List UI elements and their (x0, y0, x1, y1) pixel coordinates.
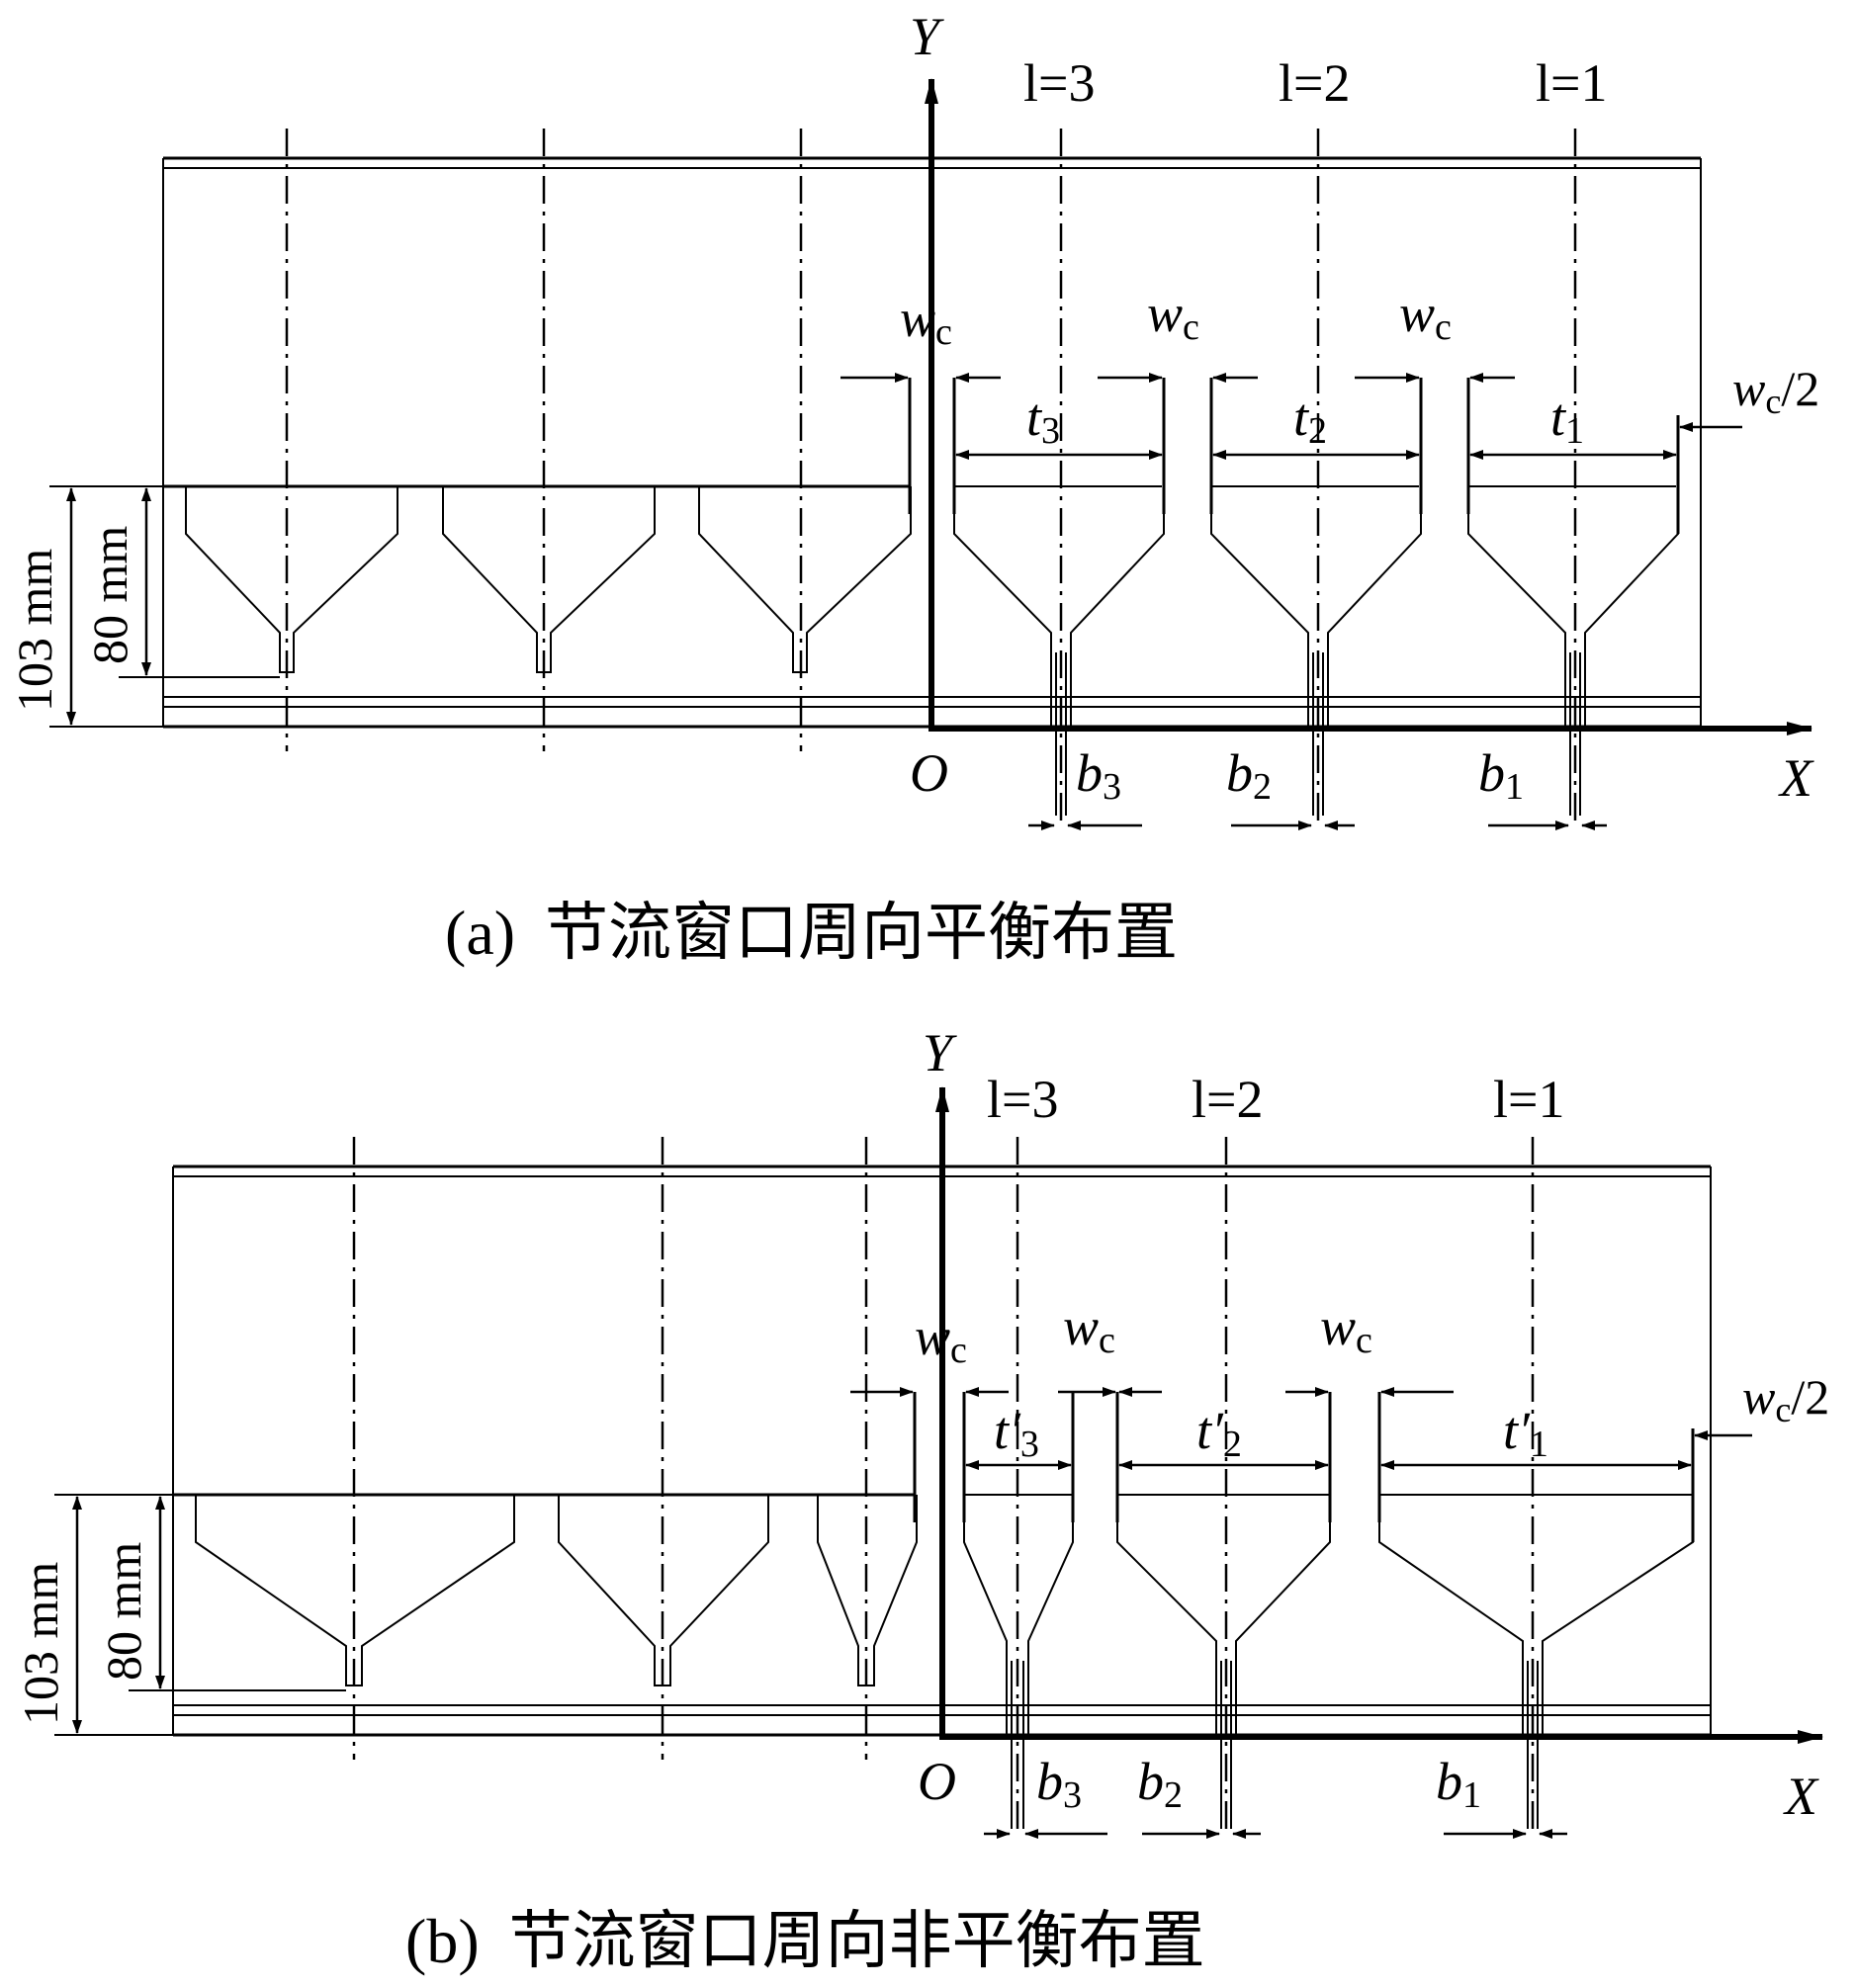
panel-b-wc-half-label: wc/2 (1742, 1369, 1829, 1429)
panel-a-x-axis-label: X (1778, 748, 1814, 808)
panel-a-origin-label: O (910, 743, 948, 803)
panel-b-window-l1 (1378, 1495, 1694, 1829)
panel-b-wc-label-1: wc (915, 1307, 967, 1371)
panel-b-b2-label: b2 (1137, 1752, 1183, 1816)
panel-b-centerlines (352, 1137, 1535, 1834)
panel-b-t1-label: t′1 (1503, 1401, 1548, 1465)
panel-b-l1-label: l=1 (1493, 1070, 1564, 1129)
panel-a-t3-label: t3 (1026, 388, 1060, 452)
panel-a-wc-label-3: wc (1399, 284, 1452, 348)
panel-b-wc-label-2: wc (1063, 1297, 1115, 1361)
panel-a-centerlines (285, 129, 1577, 821)
panel-b-dimensions (54, 1387, 1752, 1839)
panel-a-t1-label: t1 (1550, 388, 1584, 452)
panel-a-dim-103: 103 mm (7, 549, 62, 712)
panel-b-y-axis-label: Y (923, 1023, 957, 1082)
panel-a-caption: (a)节流窗口周向平衡布置 (445, 898, 1178, 968)
panel-a-window-left-1 (185, 486, 398, 673)
panel-a-dimensions (49, 373, 1742, 830)
panel-a-l1-label: l=1 (1536, 53, 1607, 113)
panel-b-ribs (913, 1392, 1695, 1542)
panel-a-window-left-2 (442, 486, 656, 673)
panel-b-axes[interactable] (935, 1086, 1823, 1744)
panel-a-l2-label: l=2 (1279, 53, 1350, 113)
panel-a-wc-label-1: wc (900, 289, 952, 353)
panel-a: Y X O l=3 l=2 l=1 wc wc wc wc/2 t3 t2 t1… (7, 7, 1819, 968)
panel-b-x-axis-label: X (1783, 1767, 1819, 1826)
panel-b-caption: (b)节流窗口周向非平衡布置 (405, 1906, 1205, 1976)
panel-a-wc-half-label: wc/2 (1732, 361, 1819, 421)
panel-a-y-axis-label: Y (910, 7, 944, 66)
panel-b-wc-label-3: wc (1320, 1297, 1372, 1361)
panel-b-origin-label: O (918, 1752, 956, 1811)
panel-a-dim-80: 80 mm (82, 526, 137, 664)
panel-b-l3-label: l=3 (987, 1070, 1058, 1129)
panel-b-dim-103: 103 mm (13, 1562, 68, 1725)
panel-a-ribs (908, 378, 1680, 534)
panel-a-window-l3 (953, 486, 1165, 816)
panel-a-wc-label-2: wc (1147, 284, 1199, 348)
panel-a-window-left-3 (698, 486, 912, 673)
panel-a-t2-label: t2 (1293, 388, 1327, 452)
panel-b-dim-80: 80 mm (96, 1542, 151, 1681)
panel-a-b1-label: b1 (1478, 743, 1524, 808)
panel-b-t3-label: t′3 (994, 1401, 1039, 1465)
panel-b: Y X O l=3 l=2 l=1 wc wc wc wc/2 t′3 t′2 … (13, 1023, 1829, 1976)
panel-b-b3-label: b3 (1036, 1752, 1082, 1816)
panel-b-t2-label: t′2 (1196, 1401, 1242, 1465)
panel-a-b3-label: b3 (1076, 743, 1121, 808)
panel-a-axes[interactable] (925, 78, 1812, 735)
panel-b-b1-label: b1 (1436, 1752, 1481, 1816)
panel-b-l2-label: l=2 (1192, 1070, 1263, 1129)
panel-a-b2-label: b2 (1226, 743, 1272, 808)
panel-a-l3-label: l=3 (1023, 53, 1095, 113)
